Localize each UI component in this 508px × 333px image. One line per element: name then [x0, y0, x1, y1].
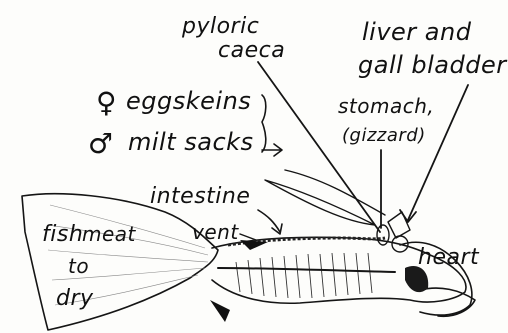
- arrowhead-intestine: [272, 224, 282, 234]
- rib-cage: [236, 253, 372, 298]
- label-fish-meat-2: meat: [82, 222, 137, 246]
- spine: [218, 268, 395, 272]
- label-pyloric-caeca-2: caeca: [218, 38, 285, 63]
- label-intestine: intestine: [150, 184, 250, 209]
- label-liver-1: liver and: [362, 18, 472, 46]
- fin-upper-2: [285, 170, 385, 215]
- label-fish-meat-1: fish: [42, 222, 83, 247]
- label-heart: heart: [418, 245, 480, 270]
- label-milt-symbol: ♂: [88, 127, 114, 160]
- pointer-vent: [240, 234, 256, 240]
- label-fish-meat-4: dry: [56, 286, 94, 311]
- tail-outline: [22, 194, 218, 330]
- label-stomach-1: stomach,: [338, 94, 434, 118]
- label-stomach-2: (gizzard): [342, 125, 426, 146]
- fin-lower-1: [210, 300, 230, 322]
- label-pyloric-caeca-1: pyloric: [181, 14, 259, 39]
- bracket-reproductive: [262, 95, 266, 152]
- label-milt-sacks: milt sacks: [128, 128, 254, 156]
- label-liver-2: gall bladder: [358, 51, 508, 79]
- label-eggskeins-symbol: ♀: [96, 86, 117, 119]
- pointer-intestine: [258, 210, 280, 232]
- label-fish-meat-3: to: [68, 254, 89, 278]
- stomach-organ: [377, 225, 389, 245]
- label-eggskeins: eggskeins: [126, 87, 251, 115]
- pointer-pyloric-caeca: [258, 62, 380, 232]
- liver-organ: [388, 212, 410, 238]
- label-vent: vent: [192, 220, 239, 244]
